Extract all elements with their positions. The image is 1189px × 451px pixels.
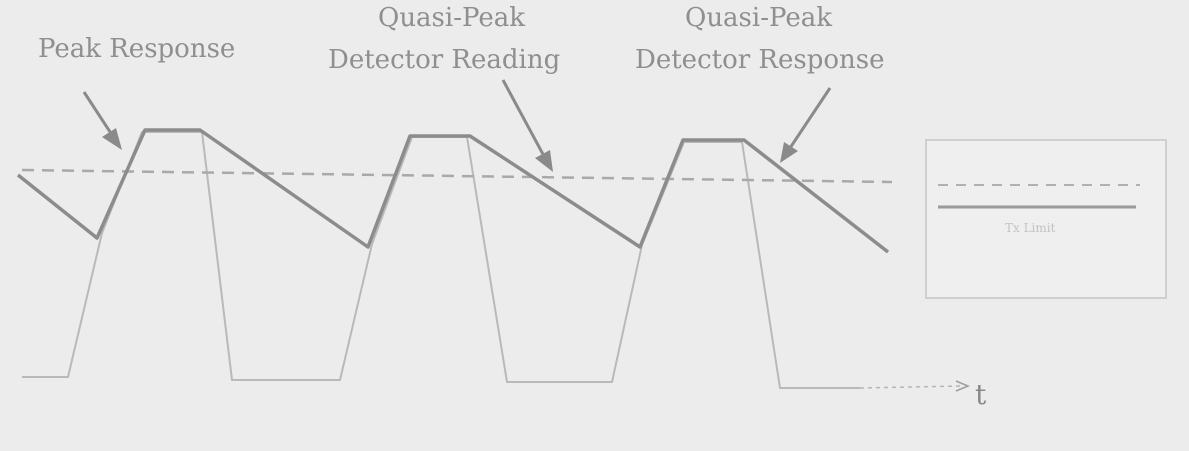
qp-response-label-line1: Quasi-Peak: [685, 3, 832, 33]
peak-response-label: Peak Response: [38, 34, 235, 64]
time-axis-arrow: [955, 380, 970, 392]
qp-response-label-line2: Detector Response: [635, 45, 885, 75]
peak-response-arrow: [82, 91, 122, 150]
qp-detector-response: [16, 128, 890, 254]
legend: Tx Limit: [925, 139, 1167, 299]
peak-response-pulses: [22, 131, 860, 389]
qp-response-arrow: [780, 87, 832, 163]
qp-reading-label-line2: Detector Reading: [328, 45, 560, 75]
qp-reading-arrow: [501, 79, 553, 172]
time-axis: [859, 385, 963, 389]
legend-text: Tx Limit: [1005, 221, 1056, 235]
qp-detector-reading-line: [21, 168, 893, 184]
time-axis-label: t: [975, 378, 987, 411]
qp-reading-label-line1: Quasi-Peak: [378, 3, 525, 33]
